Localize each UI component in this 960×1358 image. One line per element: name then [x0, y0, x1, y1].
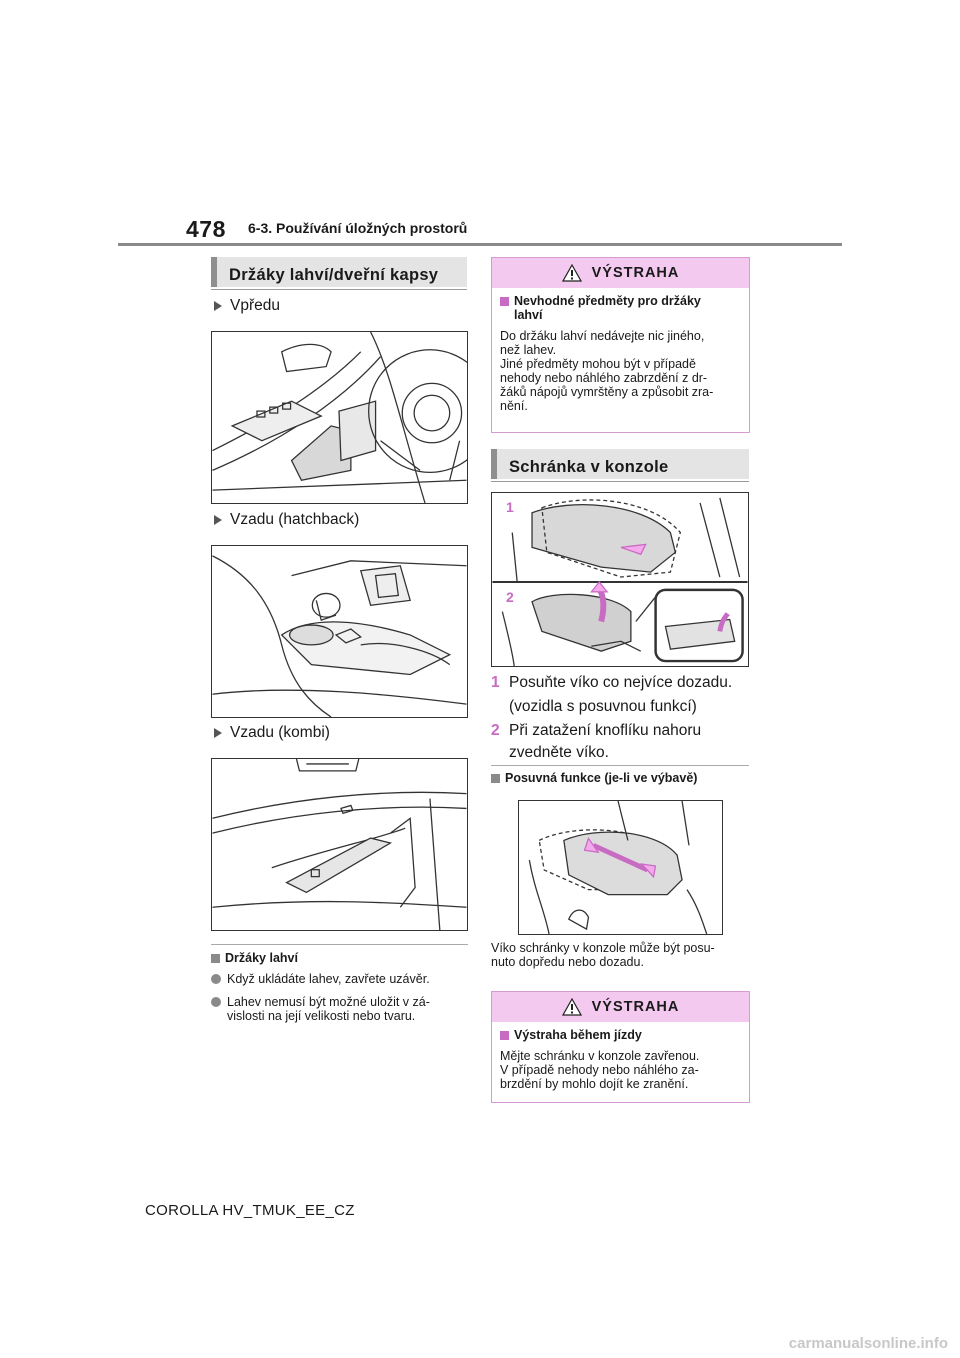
- warning-header: VÝSTRAHA: [492, 992, 749, 1022]
- warning-text: Do držáku lahví nedávejte nic jiného, ne…: [500, 329, 714, 413]
- warning-box-bottle-holders: VÝSTRAHA Nevhodné předměty pro držáky la…: [491, 257, 750, 433]
- warning-box-driving: VÝSTRAHA Výstraha během jízdy Mějte schr…: [491, 991, 750, 1103]
- label-rear-hatchback: Vzadu (hatchback): [214, 511, 359, 529]
- console-box-heading: Schránka v konzole: [491, 449, 749, 482]
- label-rear-kombi: Vzadu (kombi): [214, 724, 330, 742]
- figure-label-1: 1: [506, 499, 514, 515]
- console-steps: 1 Posuňte víko co nejvíce dozadu. (vozid…: [491, 672, 753, 764]
- label-front: Vpředu: [214, 297, 280, 315]
- bottle-note-item-2: Lahev nemusí být možné uložit v zá- visl…: [211, 995, 473, 1023]
- page-number: 478: [186, 216, 226, 242]
- warning-header: VÝSTRAHA: [492, 258, 749, 288]
- triangle-bullet-icon: [214, 728, 222, 738]
- warning-subtitle: Nevhodné předměty pro držáky lahví: [500, 294, 741, 322]
- right-divider: [491, 765, 749, 766]
- warning-triangle-icon: [561, 264, 582, 282]
- square-bullet-icon: [500, 1031, 509, 1040]
- triangle-bullet-icon: [214, 515, 222, 525]
- rear-kombi-door-illustration: [211, 758, 468, 931]
- bottle-holders-heading-text: Držáky lahví/dveřní kapsy: [229, 266, 439, 284]
- watermark: carmanualsonline.info: [788, 1335, 948, 1352]
- square-bullet-icon: [211, 953, 220, 963]
- bottle-holders-heading: Držáky lahví/dveřní kapsy: [211, 257, 467, 290]
- step-1: 1 Posuňte víko co nejvíce dozadu.: [491, 674, 733, 691]
- bottle-note-item-1: Když ukládáte lahev, zavřete uzávěr.: [211, 972, 471, 986]
- warning-text: Mějte schránku v konzole zavřenou. V pří…: [500, 1049, 700, 1091]
- front-door-illustration: [211, 331, 468, 504]
- section-title: 6-3. Používání úložných prostorů: [248, 220, 468, 236]
- footer-model-code: COROLLA HV_TMUK_EE_CZ: [145, 1202, 355, 1219]
- square-bullet-icon: [491, 773, 500, 783]
- triangle-bullet-icon: [214, 301, 222, 311]
- step-1-continuation: (vozidla s posuvnou funkcí): [509, 698, 697, 715]
- slide-function-title: Posuvná funkce (je-li ve výbavě): [491, 771, 697, 785]
- console-box-heading-text: Schránka v konzole: [509, 458, 669, 476]
- rear-hatchback-door-illustration: [211, 545, 468, 718]
- slide-function-caption: Víko schránky v konzole může být posu- n…: [491, 941, 715, 969]
- figure-label-2: 2: [506, 589, 514, 605]
- warning-triangle-icon: [561, 998, 582, 1016]
- bottle-holders-note-title: Držáky lahví: [211, 951, 298, 965]
- square-bullet-icon: [500, 297, 509, 306]
- left-divider: [211, 944, 468, 945]
- header-rule: [118, 243, 842, 246]
- warning-subtitle: Výstraha během jízdy: [500, 1028, 741, 1042]
- step-2: 2 Při zatažení knoflíku nahoru: [491, 722, 702, 739]
- console-box-illustration: 1 2: [491, 492, 749, 667]
- slide-function-illustration: [518, 800, 723, 935]
- round-bullet-icon: [211, 997, 221, 1007]
- round-bullet-icon: [211, 974, 221, 984]
- step-2-continuation: zvedněte víko.: [509, 744, 609, 761]
